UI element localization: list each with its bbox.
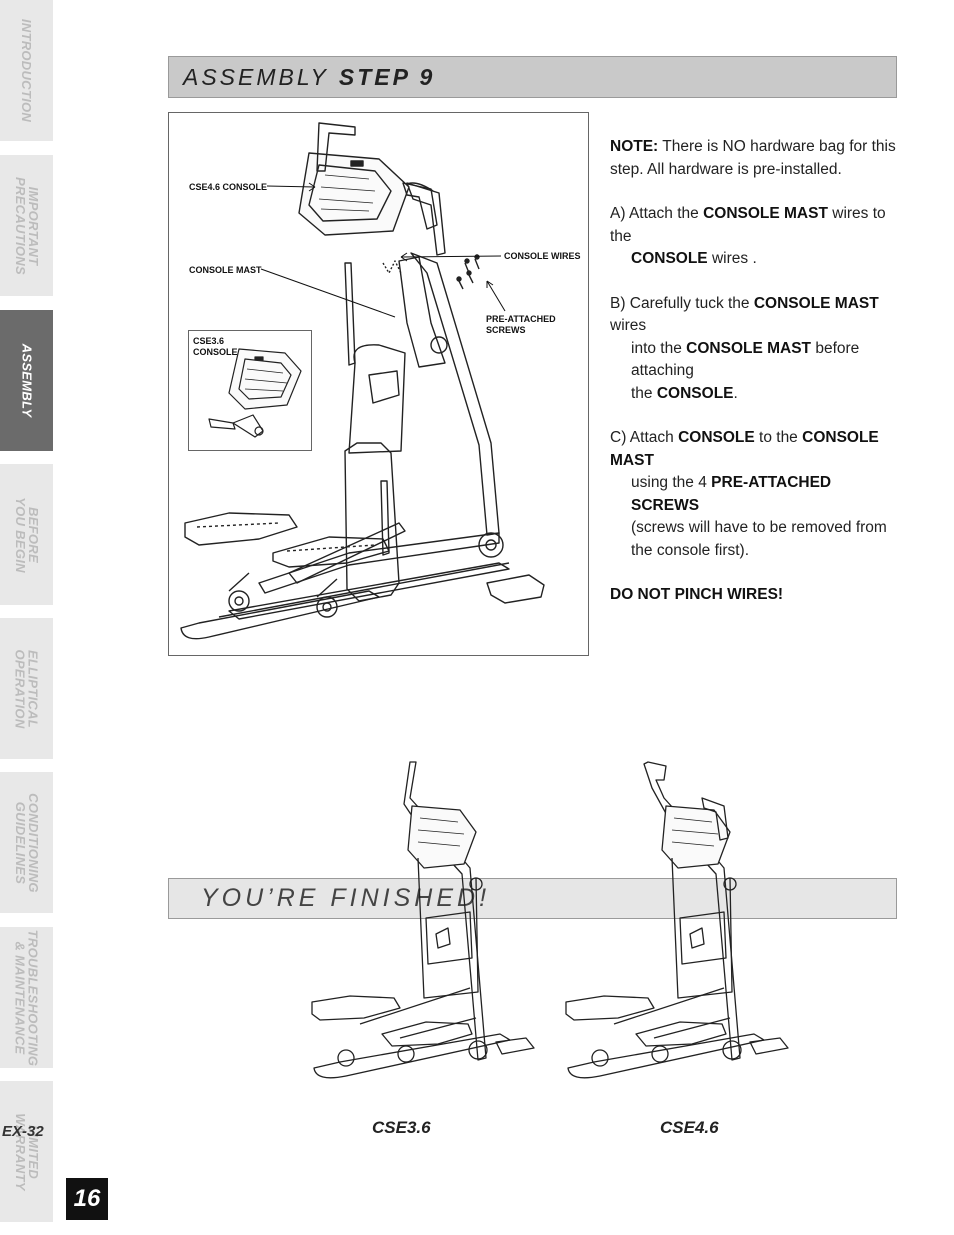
- tab-troubleshooting-maintenance[interactable]: TROUBLESHOOTING & MAINTENANCE: [0, 927, 53, 1068]
- model-label-cse36: CSE3.6: [372, 1118, 431, 1137]
- callout-cse46-console: CSE4.6 CONSOLE: [189, 182, 268, 192]
- cse36-console-drawing: [208, 348, 302, 438]
- callout-console-wires: CONSOLE WIRES: [504, 251, 581, 261]
- finished-banner: YOU’RE FINISHED!: [168, 878, 897, 919]
- warning: DO NOT PINCH WIRES!: [610, 586, 784, 603]
- elliptical-line-drawing: [180, 122, 545, 640]
- instructions: NOTE: There is NO hardware bag for this …: [610, 136, 900, 629]
- tab-elliptical-operation[interactable]: ELLIPTICAL OPERATION: [0, 618, 53, 759]
- header-step: STEP 9: [338, 63, 436, 90]
- document-code: EX-32: [2, 1123, 44, 1140]
- tab-assembly[interactable]: ASSEMBLY: [0, 310, 53, 451]
- step-a: A) Attach the CONSOLE MAST wires to the …: [610, 205, 886, 267]
- tab-limited-warranty[interactable]: LIMITED WARRANTY: [0, 1081, 53, 1222]
- step-b: B) Carefully tuck the CONSOLE MAST wires…: [610, 294, 879, 402]
- header-prefix: ASSEMBLY: [183, 63, 329, 90]
- page-number: 16: [66, 1178, 108, 1220]
- model-label-cse46: CSE4.6: [660, 1118, 719, 1137]
- cse36-console-inset: CSE3.6 CONSOLE: [188, 330, 312, 451]
- tab-before-you-begin[interactable]: BEFORE YOU BEGIN: [0, 464, 53, 605]
- finished-title: YOU’RE FINISHED!: [201, 884, 491, 912]
- cse46-machine-drawing: [565, 761, 789, 1079]
- tab-conditioning-guidelines[interactable]: CONDITIONING GUIDELINES: [0, 772, 53, 913]
- note-paragraph: NOTE: There is NO hardware bag for this …: [610, 138, 896, 178]
- inset-label: CSE3.6 CONSOLE: [193, 336, 238, 357]
- cse36-machine-drawing: [311, 761, 535, 1079]
- tab-introduction[interactable]: INTRODUCTION: [0, 0, 53, 141]
- callout-console-mast: CONSOLE MAST: [189, 265, 262, 275]
- tab-important-precautions[interactable]: IMPORTANT PRECAUTIONS: [0, 155, 53, 296]
- step-c: C) Attach CONSOLE to the CONSOLE MAST us…: [610, 429, 887, 559]
- assembly-figure: CSE4.6 CONSOLE CONSOLE MAST CONSOLE WIRE…: [168, 112, 589, 656]
- step-header: ASSEMBLY STEP 9: [168, 56, 897, 98]
- callout-pre-attached-screws: PRE-ATTACHED SCREWS: [486, 314, 556, 335]
